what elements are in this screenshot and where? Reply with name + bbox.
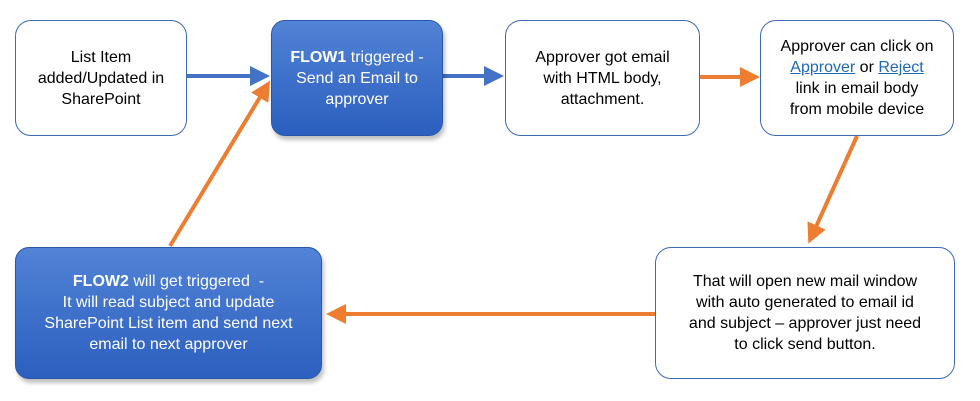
node-list-item: List Item added/Updated in SharePoint bbox=[15, 20, 187, 136]
node-text: with HTML body, bbox=[543, 69, 662, 87]
node-text: and subject – approver just need bbox=[688, 315, 922, 332]
node-flow2: FLOW2 will get triggered - It will read … bbox=[15, 247, 322, 379]
arrow-flow2-to-flow1 bbox=[168, 80, 271, 248]
node-text: SharePoint bbox=[61, 90, 141, 108]
node-text: Send an Email to bbox=[296, 69, 418, 87]
node-text: SharePoint List item and send next bbox=[44, 315, 293, 332]
flow2-label: FLOW2 bbox=[72, 273, 129, 290]
node-text: with auto generated to email id bbox=[696, 294, 914, 311]
node-text: email to next approver bbox=[89, 336, 248, 353]
reject-link[interactable]: Reject bbox=[878, 59, 924, 76]
node-text: triggered - bbox=[346, 48, 424, 66]
approve-link[interactable]: Approver bbox=[790, 59, 856, 76]
node-text: from mobile device bbox=[789, 101, 925, 118]
arrow-click-to-newmail bbox=[807, 135, 859, 244]
node-text: Approver got email bbox=[535, 48, 670, 66]
flow1-label: FLOW1 bbox=[290, 48, 347, 66]
node-flow1: FLOW1 triggered - Send an Email to appro… bbox=[271, 20, 443, 136]
node-text: attachment. bbox=[560, 90, 645, 108]
node-new-mail: That will open new mail window with auto… bbox=[655, 247, 955, 379]
node-approver-click: Approver can click on Approver or Reject… bbox=[760, 20, 954, 136]
node-text: to click send button. bbox=[734, 336, 876, 353]
node-text: added/Updated in bbox=[37, 69, 165, 87]
node-text: link in email body bbox=[795, 80, 919, 97]
node-text: It will read subject and update bbox=[62, 294, 275, 311]
node-text: or bbox=[855, 59, 879, 76]
node-text: Approver can click on bbox=[780, 38, 934, 55]
node-text: List Item bbox=[70, 48, 132, 66]
node-text: approver bbox=[325, 90, 389, 108]
node-text: That will open new mail window bbox=[692, 273, 918, 290]
node-approver-email: Approver got email with HTML body, attac… bbox=[505, 20, 700, 136]
node-text: will get triggered - bbox=[128, 273, 265, 290]
